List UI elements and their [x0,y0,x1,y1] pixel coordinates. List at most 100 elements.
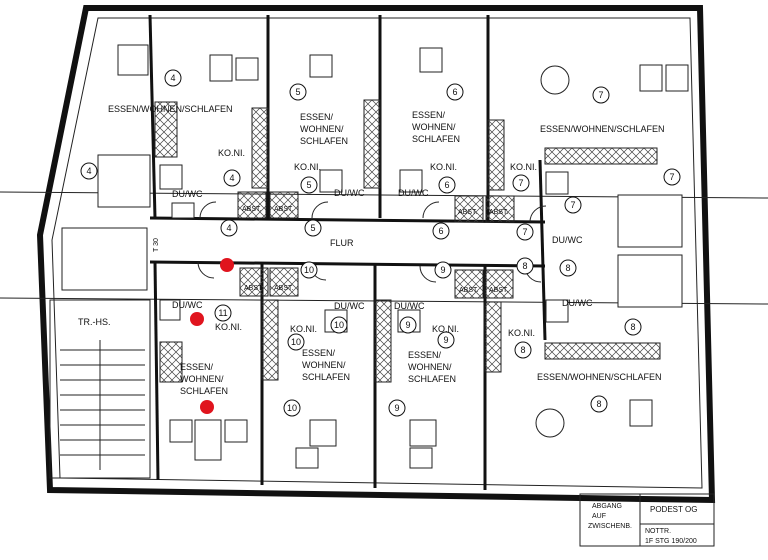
room-number-circle [80,162,98,180]
room-number-circle [434,261,452,279]
storage-label: ABST. [458,209,478,216]
room-number: 4 [229,173,234,183]
kitchen-counter [544,342,661,360]
furniture [117,44,689,469]
hall-label: FLUR [330,238,354,248]
living-label-stacked: SCHLAFEN [302,372,350,382]
storage [485,195,515,223]
kitchen-counter [363,99,381,189]
room-number-circle [330,316,348,334]
red-marker[interactable] [220,258,234,272]
room-number-circle [437,331,455,349]
storage-label: ABST. [459,287,479,294]
living-label-stacked: SCHLAFEN [180,386,228,396]
room-number: 7 [598,90,603,100]
corridor-wall-bottom [149,260,546,268]
title-left: AUF [592,513,606,520]
room-number: 6 [438,226,443,236]
partition [153,261,160,481]
kitchen-label: KO.NI. [432,324,459,334]
room-number: 4 [226,223,231,233]
storage [239,267,269,297]
room-number-circle [300,176,318,194]
living-label: ESSEN/WOHNEN/SCHLAFEN [108,104,233,114]
storage [269,267,299,297]
kitchen-counter [261,299,279,381]
stair-steps [60,340,145,470]
room-number: 6 [444,180,449,190]
storage [237,191,267,219]
room-number-circle [514,341,532,359]
kitchen-counter [484,301,502,373]
room-number-circle [164,69,182,87]
living-label-stacked: WOHNEN/ [180,374,224,384]
living-label-stacked: ESSEN/ [302,348,336,358]
room-number-circle [564,196,582,214]
room-number-circle [590,395,608,413]
title-left: ZWISCHENB. [588,523,632,530]
room-number: 7 [518,178,523,188]
room-number: 10 [287,403,297,413]
room-number: 9 [440,265,445,275]
living-label-stacked: WOHNEN/ [302,360,346,370]
landing [61,227,148,291]
room-number-circle [283,399,301,417]
room-number-circle [300,261,318,279]
room-number-circle [592,86,610,104]
kitchen-counter [487,119,505,191]
room-number-circle [446,83,464,101]
step-label: T 30 [153,238,160,252]
room-number: 8 [596,399,601,409]
room-number: 7 [669,172,674,182]
bath-label: DU/WC [562,298,593,308]
room-number-circle [289,83,307,101]
red-marker[interactable] [200,400,214,414]
red-marker[interactable] [190,312,204,326]
stair-hall [49,299,151,479]
room-number-circle [432,222,450,240]
living-label-stacked: ESSEN/ [412,110,446,120]
kitchen-label: KO.NI. [218,148,245,158]
bath-label: DU/WC [172,189,203,199]
storage-label: ABST. [489,209,509,216]
title-block [579,493,715,547]
room-number-circle [663,168,681,186]
bath-label: DU/WC [394,301,425,311]
living-label-stacked: SCHLAFEN [408,374,456,384]
room-number: 9 [394,403,399,413]
room-number: 11 [218,308,227,318]
storage-label: ABST. [489,287,509,294]
living-label: ESSEN/WOHNEN/SCHLAFEN [540,124,665,134]
kitchen-counter [374,299,392,383]
partition [148,14,157,219]
storage-label: ABST. [242,206,262,213]
room-number: 7 [522,227,527,237]
room-number: 10 [334,320,344,330]
bath-label: DU/WC [334,301,365,311]
room-number: 10 [304,265,314,275]
storage [454,269,484,299]
room-number-circle [220,219,238,237]
bath-label: DU/WC [552,235,583,245]
title-right-bottom: NOTTR. [645,528,671,535]
room-number-circle [223,169,241,187]
room-number-circle [287,333,305,351]
room-number: 7 [570,200,575,210]
storage-label: ABST. [274,206,294,213]
exterior-wall-inner [51,17,703,489]
room-number-circle [516,257,534,275]
living-label-stacked: SCHLAFEN [300,136,348,146]
storage-label: ABST. [274,285,294,292]
title-right-top: PODEST OG [650,505,697,514]
partition [538,159,547,341]
room-number: 8 [565,263,570,273]
kitchen-label: KO.NI. [294,162,321,172]
room-number: 5 [310,223,315,233]
kitchen-counter [154,101,178,158]
kitchen-label: KO.NI. [290,324,317,334]
bath-label: DU/WC [172,300,203,310]
kitchen-counter [544,147,658,165]
living-label-stacked: ESSEN/ [300,112,334,122]
bath-label: DU/WC [398,188,429,198]
